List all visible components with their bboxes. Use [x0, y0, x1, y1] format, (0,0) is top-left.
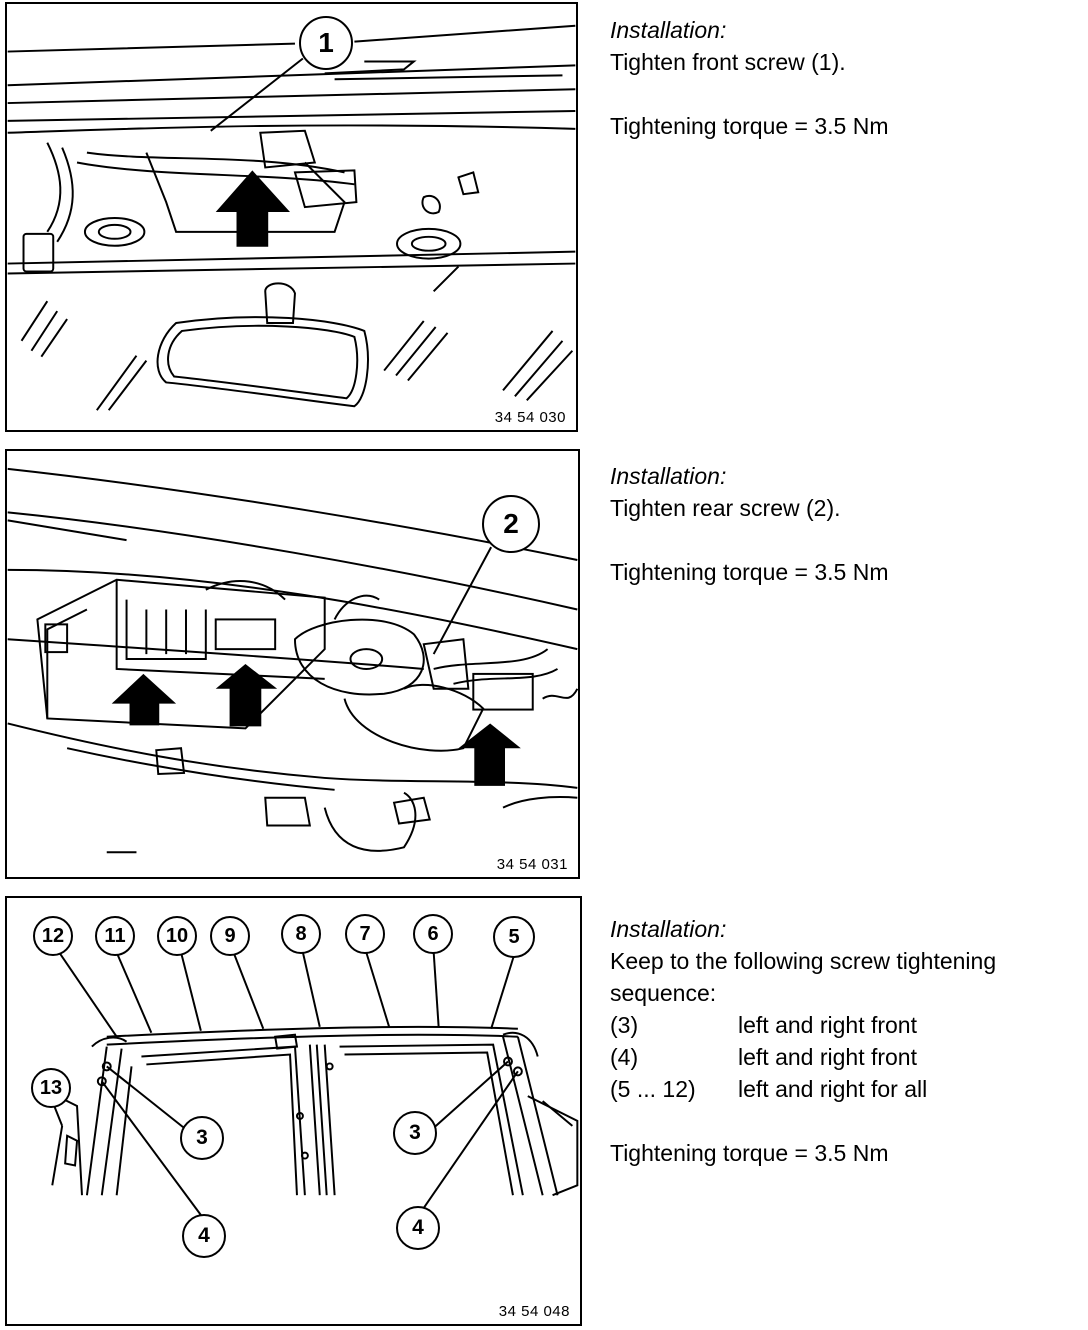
instruction-text: Tighten front screw (1).: [610, 49, 846, 75]
torque-text: Tightening torque = 3.5 Nm: [610, 559, 889, 585]
section-sequence-text: Installation: Keep to the following scre…: [610, 913, 996, 1169]
figure-front-screw: 1 34 54 030: [5, 2, 578, 432]
torque-text: Tightening torque = 3.5 Nm: [610, 1140, 889, 1166]
callout-6: 6: [413, 914, 453, 954]
figure-number: 34 54 048: [498, 1303, 570, 1320]
callout-9: 9: [210, 916, 250, 956]
instruction-text: Tighten rear screw (2).: [610, 495, 841, 521]
instruction-text: Keep to the following screw tightening: [610, 948, 997, 974]
callout-4-left: 4: [182, 1214, 226, 1258]
callout-3-right: 3: [393, 1111, 437, 1155]
sequence-screws: (4): [610, 1044, 639, 1070]
sequence-where: left and right front: [738, 1012, 917, 1038]
installation-heading: Installation:: [610, 916, 727, 942]
section-front-screw-text: Installation: Tighten front screw (1). T…: [610, 14, 889, 142]
figure-rear-screw: 2 34 54 031: [5, 449, 580, 879]
section-rear-screw-text: Installation: Tighten rear screw (2). Ti…: [610, 460, 889, 588]
callout-1: 1: [299, 16, 353, 70]
callout-13: 13: [31, 1068, 71, 1108]
sequence-screws: (3): [610, 1012, 639, 1038]
callout-8: 8: [281, 914, 321, 954]
figure-number: 34 54 030: [494, 409, 566, 426]
torque-text: Tightening torque = 3.5 Nm: [610, 113, 889, 139]
callout-7: 7: [345, 914, 385, 954]
callout-10: 10: [157, 916, 197, 956]
callout-12: 12: [33, 916, 73, 956]
front-screw-illustration: [7, 24, 576, 411]
instruction-text: sequence:: [610, 980, 717, 1006]
installation-heading: Installation:: [610, 17, 727, 43]
callout-11: 11: [95, 916, 135, 956]
callout-4-right: 4: [396, 1206, 440, 1250]
sequence-row: (4) left and right front: [610, 1041, 996, 1073]
sequence-screws: (5 ... 12): [610, 1076, 696, 1102]
callout-5: 5: [493, 916, 535, 958]
callout-2: 2: [482, 495, 540, 553]
sunroof-frame-illustration: [51, 951, 579, 1216]
installation-heading: Installation:: [610, 463, 727, 489]
figure-number: 34 54 031: [496, 856, 568, 873]
rear-screw-illustration: [7, 467, 578, 854]
callout-3-left: 3: [180, 1116, 224, 1160]
sequence-row: (5 ... 12) left and right for all: [610, 1073, 996, 1105]
sequence-where: left and right for all: [738, 1076, 928, 1102]
sequence-where: left and right front: [738, 1044, 917, 1070]
sequence-row: (3) left and right front: [610, 1009, 996, 1041]
figure-tightening-sequence: 12 11 10 9 8 7 6 5 13 3 3 4 4 34 54 048: [5, 896, 582, 1326]
